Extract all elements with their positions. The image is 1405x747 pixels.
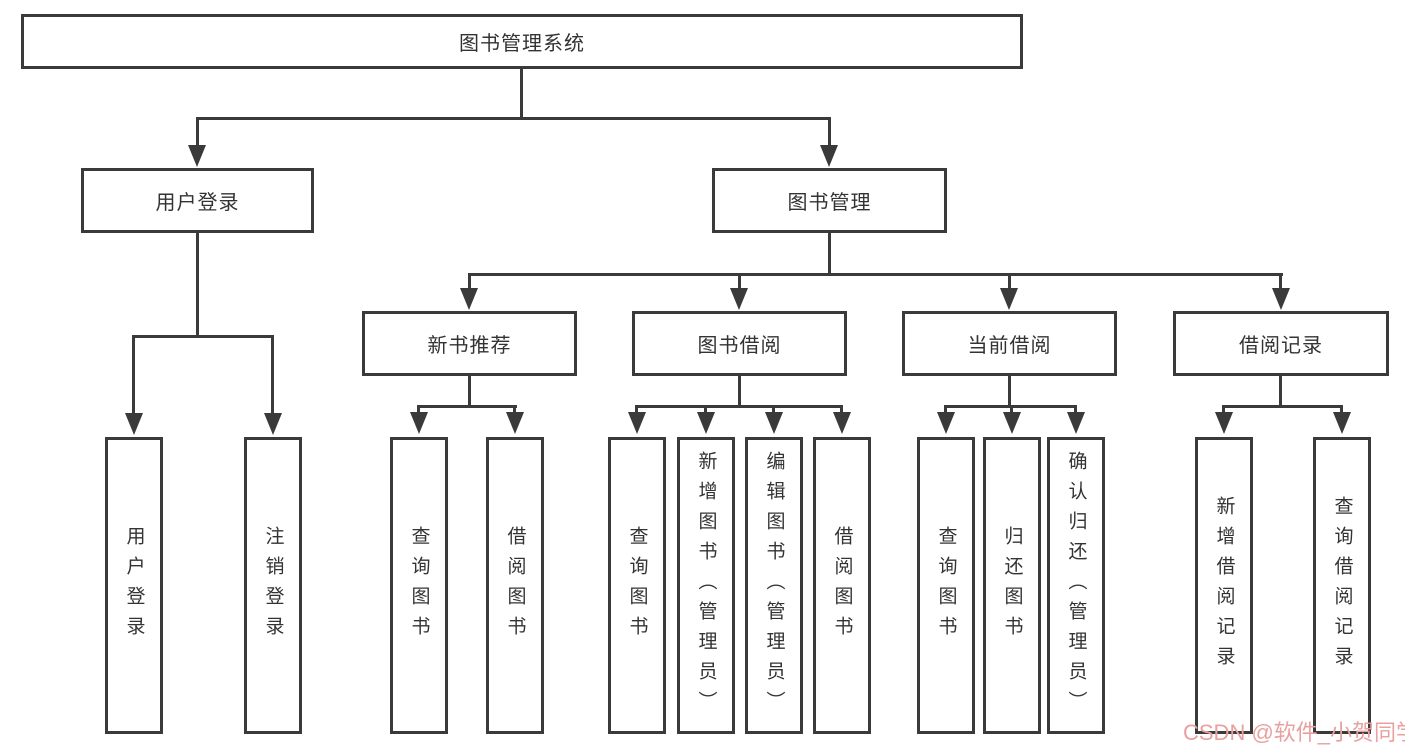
connector-vline — [944, 405, 947, 415]
connector-vline — [271, 335, 274, 417]
arrowhead-down — [410, 412, 428, 434]
node-label: 查询图书 — [408, 525, 430, 646]
arrowhead-down — [506, 412, 524, 434]
connector-vline — [828, 233, 831, 273]
connector-vline — [468, 273, 471, 291]
arrowhead-down — [1000, 288, 1018, 310]
connector-vline — [1074, 405, 1077, 415]
connector-vline — [520, 68, 523, 117]
arrowhead-down — [628, 412, 646, 434]
leaf-query-book-recommend: 查询图书 — [390, 437, 448, 734]
watermark: CSDN @软件_小贺同学 — [1183, 720, 1405, 745]
node-label: 查询图书 — [935, 525, 957, 646]
connector-vline — [772, 405, 775, 415]
arrowhead-down — [697, 412, 715, 434]
connector-vline — [738, 376, 741, 405]
leaf-query-borrow-record: 查询借阅记录 — [1313, 437, 1371, 734]
connector-hline — [196, 117, 831, 120]
arrowhead-down — [765, 412, 783, 434]
connector-vline — [1340, 405, 1343, 415]
connector-vline — [468, 376, 471, 405]
node-label: 新书推荐 — [427, 335, 512, 357]
leaf-edit-book-admin: 编辑图书（管理员） — [745, 437, 803, 734]
connector-vline — [513, 405, 516, 415]
leaf-return-book: 归还图书 — [983, 437, 1041, 734]
node-book-management: 图书管理 — [712, 168, 947, 233]
connector-vline — [1279, 376, 1282, 405]
node-label: 用户登录 — [155, 192, 240, 214]
arrowhead-down — [1003, 412, 1021, 434]
leaf-borrow-book-recommend: 借阅图书 — [486, 437, 544, 734]
arrowhead-down — [937, 412, 955, 434]
connector-vline — [828, 117, 831, 152]
connector-vline — [196, 233, 199, 335]
arrowhead-down — [125, 413, 143, 435]
connector-vline — [417, 405, 420, 415]
node-label: 新增借阅记录 — [1213, 495, 1235, 676]
connector-vline — [1222, 405, 1225, 415]
connector-vline — [635, 405, 638, 415]
arrowhead-down — [188, 145, 206, 167]
connector-hline — [132, 335, 274, 338]
node-user-login: 用户登录 — [81, 168, 314, 233]
connector-hline — [468, 273, 1283, 276]
node-label: 查询图书 — [626, 525, 648, 646]
connector-hline — [1222, 405, 1343, 408]
arrowhead-down — [820, 145, 838, 167]
node-label: 新增图书（管理员） — [695, 450, 717, 721]
leaf-logout: 注销登录 — [244, 437, 302, 734]
arrowhead-down — [730, 288, 748, 310]
connector-vline — [196, 117, 199, 152]
leaf-user-login: 用户登录 — [105, 437, 163, 734]
leaf-borrow-book: 借阅图书 — [813, 437, 871, 734]
node-label: 归还图书 — [1001, 525, 1023, 646]
connector-vline — [1279, 273, 1282, 291]
node-label: 借阅图书 — [831, 525, 853, 646]
node-label: 图书管理 — [787, 192, 872, 214]
node-label: 确认归还（管理员） — [1065, 450, 1087, 721]
connector-vline — [1008, 376, 1011, 405]
node-label: 编辑图书（管理员） — [763, 450, 785, 721]
node-label: 借阅图书 — [504, 525, 526, 646]
connector-vline — [1010, 405, 1013, 415]
node-label: 注销登录 — [262, 525, 284, 646]
node-borrow-record: 借阅记录 — [1173, 311, 1389, 376]
node-label: 查询借阅记录 — [1331, 495, 1353, 676]
node-library-system: 图书管理系统 — [21, 14, 1023, 69]
node-label: 当前借阅 — [967, 335, 1052, 357]
arrowhead-down — [264, 413, 282, 435]
arrowhead-down — [833, 412, 851, 434]
connector-vline — [840, 405, 843, 415]
node-label: 借阅记录 — [1239, 335, 1323, 357]
leaf-add-book-admin: 新增图书（管理员） — [677, 437, 735, 734]
leaf-confirm-return-admin: 确认归还（管理员） — [1047, 437, 1105, 734]
leaf-query-book-borrow: 查询图书 — [608, 437, 666, 734]
connector-vline — [738, 273, 741, 291]
arrowhead-down — [460, 288, 478, 310]
connector-vline — [1008, 273, 1011, 291]
connector-vline — [704, 405, 707, 415]
node-current-borrow: 当前借阅 — [902, 311, 1117, 376]
leaf-add-borrow-record: 新增借阅记录 — [1195, 437, 1253, 734]
node-label: 用户登录 — [123, 525, 145, 646]
node-book-borrow: 图书借阅 — [632, 311, 847, 376]
connector-hline — [635, 405, 843, 408]
arrowhead-down — [1215, 412, 1233, 434]
node-new-book-recommend: 新书推荐 — [362, 311, 577, 376]
connector-vline — [132, 335, 135, 417]
arrowhead-down — [1067, 412, 1085, 434]
arrowhead-down — [1333, 412, 1351, 434]
node-label: 图书借阅 — [697, 335, 782, 357]
leaf-query-book-current: 查询图书 — [917, 437, 975, 734]
arrowhead-down — [1272, 288, 1290, 310]
node-label: 图书管理系统 — [459, 33, 585, 55]
connector-hline — [417, 405, 517, 408]
